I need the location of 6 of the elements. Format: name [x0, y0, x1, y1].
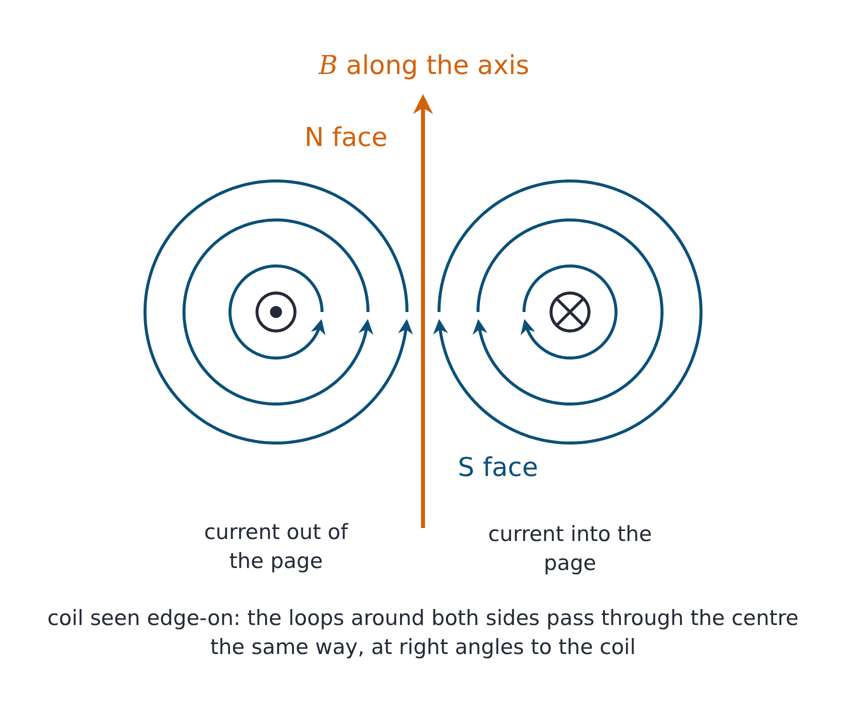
caption: coil seen edge-on: the loops around both sides pass through the centre the same way, at right angles to the coil — [46, 605, 800, 662]
pole-label: S face — [456, 452, 540, 485]
pole-label: N face — [303, 122, 389, 155]
axis-label: B along the axis — [317, 50, 530, 83]
current-label: current into the page — [487, 521, 653, 578]
current-label: current out of the page — [203, 519, 350, 576]
